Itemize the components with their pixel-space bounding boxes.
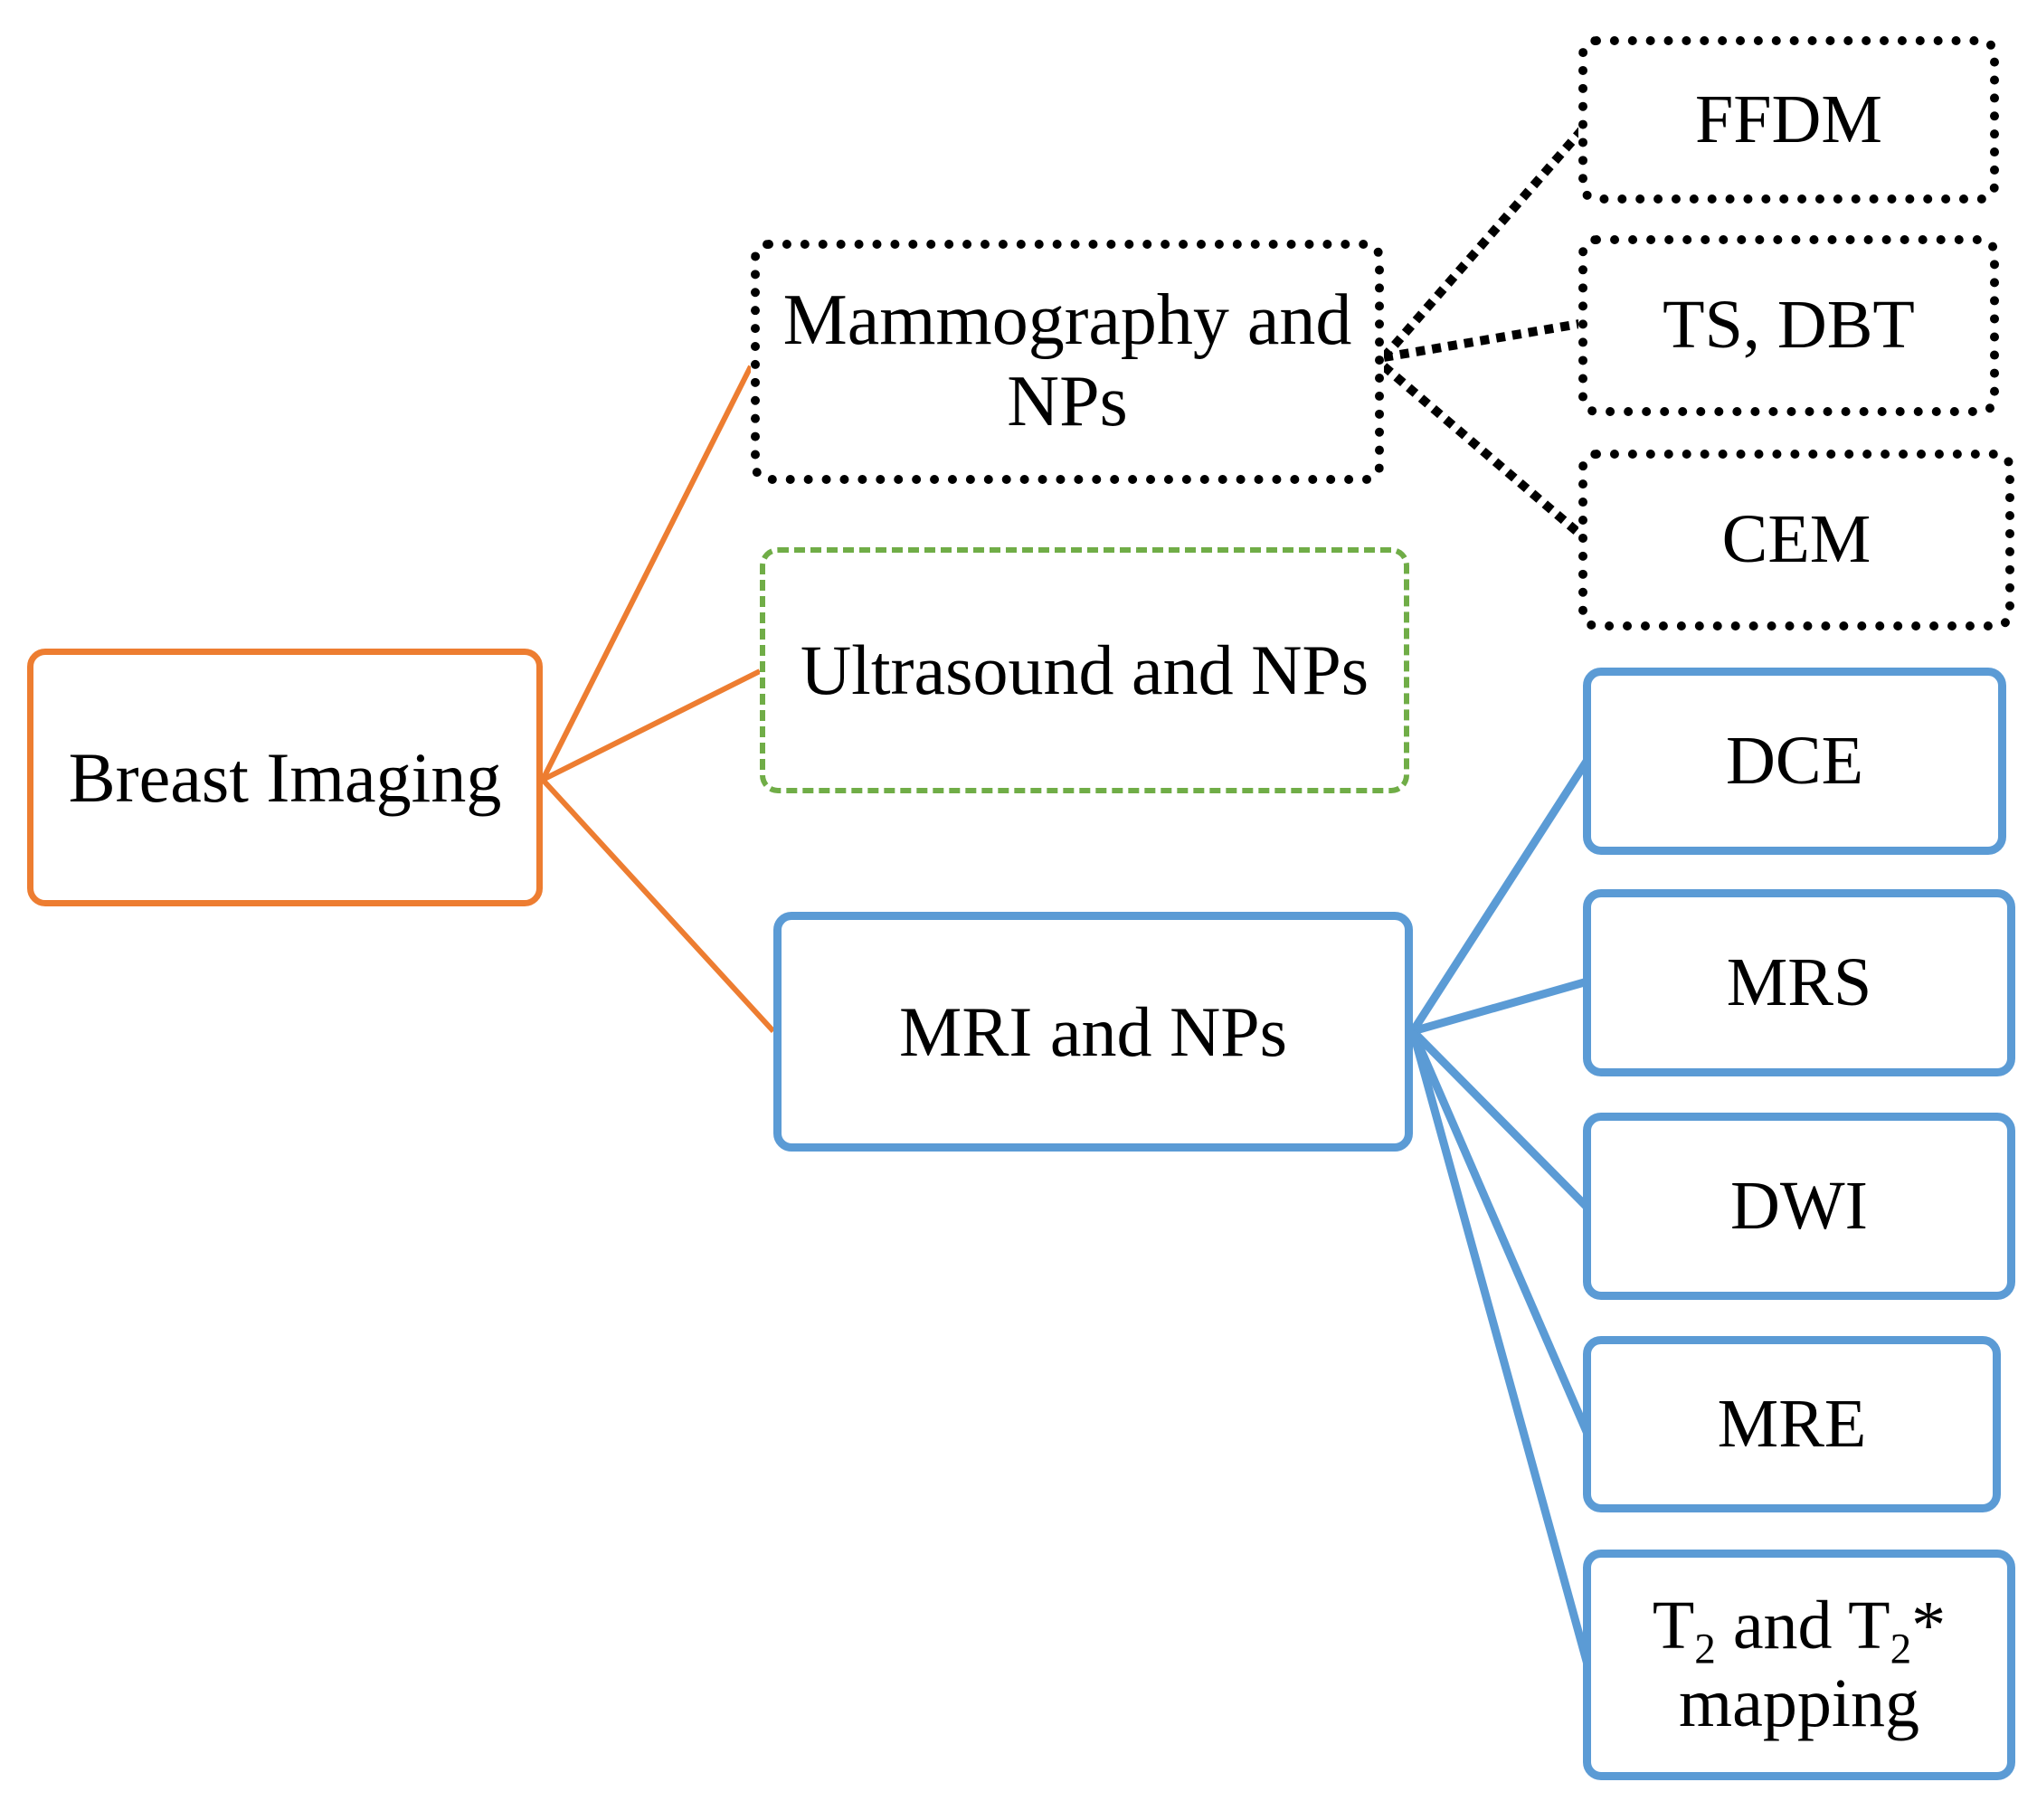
dce-node: DCE	[1583, 668, 2006, 855]
root-node: Breast Imaging	[27, 649, 543, 906]
connector-root-ultrasound	[541, 668, 762, 782]
dce-label: DCE	[1726, 722, 1863, 799]
mammography-label-line2: NPs	[1007, 362, 1128, 441]
mrs-node: MRS	[1583, 889, 2015, 1076]
root-label: Breast Imaging	[68, 737, 502, 817]
ultrasound-label: Ultrasound and NPs	[800, 630, 1369, 710]
connector-root-mri	[540, 777, 776, 1034]
ts-dbt-label: TS, DBT	[1663, 287, 1915, 364]
mre-node: MRE	[1583, 1336, 2001, 1512]
ts-dbt-node: TS, DBT	[1578, 235, 1999, 416]
mri-label: MRI and NPs	[898, 991, 1288, 1071]
mri-node: MRI and NPs	[773, 912, 1413, 1152]
connector-root-mammography	[540, 365, 753, 782]
cem-label: CEM	[1721, 501, 1871, 578]
connector-mammography-ffdm	[1380, 123, 1588, 361]
ffdm-label: FFDM	[1695, 81, 1882, 157]
dwi-node: DWI	[1583, 1113, 2015, 1300]
t2-mapping-node: T2 and T2* mapping	[1583, 1550, 2015, 1780]
connector-mammography-dbt	[1383, 318, 1586, 362]
connector-mri-dwi	[1409, 1028, 1591, 1211]
mammography-node: Mammography and NPs	[751, 240, 1384, 484]
cem-node: CEM	[1578, 450, 2014, 630]
mre-label: MRE	[1717, 1385, 1867, 1462]
connector-mammography-cem	[1380, 363, 1588, 542]
mrs-label: MRS	[1726, 943, 1872, 1020]
t2-mapping-label-line2: mapping	[1679, 1664, 1919, 1741]
dwi-label: DWI	[1730, 1167, 1868, 1244]
connector-mri-mre	[1408, 1029, 1592, 1436]
connector-mri-mapping	[1408, 1029, 1592, 1666]
t2-mapping-label-line1: T2 and T2*	[1652, 1588, 1947, 1673]
connector-mri-dce	[1409, 757, 1591, 1034]
mammography-label-line1: Mammography and	[782, 280, 1352, 361]
connector-mri-mrs	[1411, 977, 1589, 1036]
ffdm-node: FFDM	[1578, 36, 1999, 204]
ultrasound-node: Ultrasound and NPs	[760, 547, 1409, 793]
